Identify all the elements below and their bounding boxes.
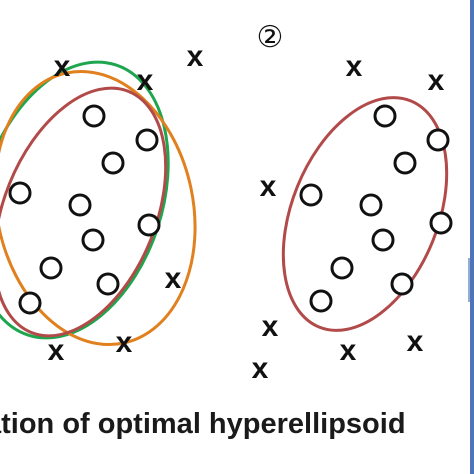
cross-marker: x	[340, 334, 357, 367]
circle-point	[373, 104, 397, 128]
cross-marker: x	[407, 325, 424, 358]
circle-point	[135, 128, 159, 152]
circle-point	[359, 193, 383, 217]
circle-point	[390, 272, 414, 296]
red-ellipse-left	[0, 86, 168, 338]
left-panel-ellipses	[0, 60, 197, 347]
circle-point	[429, 211, 453, 235]
circle-point	[8, 181, 32, 205]
frame-edge-mark	[468, 258, 470, 302]
circle-point	[330, 256, 354, 280]
red-ellipse-right	[281, 96, 449, 332]
cross-marker: x	[187, 40, 204, 73]
cross-marker: x	[54, 50, 71, 83]
circle-point	[101, 151, 125, 175]
cross-markers: x x x x x x x x x x x x x	[48, 40, 445, 385]
circle-point	[371, 228, 395, 252]
cross-marker: x	[262, 310, 279, 343]
circle-point	[81, 228, 105, 252]
step-number-label: ②	[256, 20, 284, 55]
circle-point	[299, 183, 323, 207]
left-panel-circles	[8, 104, 161, 315]
circle-point	[393, 151, 417, 175]
cross-marker: x	[116, 326, 133, 359]
cross-marker: x	[137, 64, 154, 97]
circle-point	[426, 128, 450, 152]
circle-point	[137, 213, 161, 237]
figure-caption: ation of optimal hyperellipsoid	[0, 408, 406, 440]
cross-marker: x	[165, 262, 182, 295]
circle-point	[96, 272, 120, 296]
orange-ellipse	[0, 69, 197, 347]
circle-point	[309, 289, 333, 313]
cross-marker: x	[252, 352, 269, 385]
cross-marker: x	[48, 334, 65, 367]
cross-marker: x	[346, 50, 363, 83]
right-panel-circles	[299, 104, 453, 313]
circle-point	[68, 193, 92, 217]
circle-point	[39, 256, 63, 280]
frame-edge-right	[470, 0, 474, 474]
circle-point	[18, 291, 42, 315]
cross-marker: x	[260, 170, 277, 203]
circle-point	[82, 104, 106, 128]
cross-marker: x	[428, 64, 445, 97]
